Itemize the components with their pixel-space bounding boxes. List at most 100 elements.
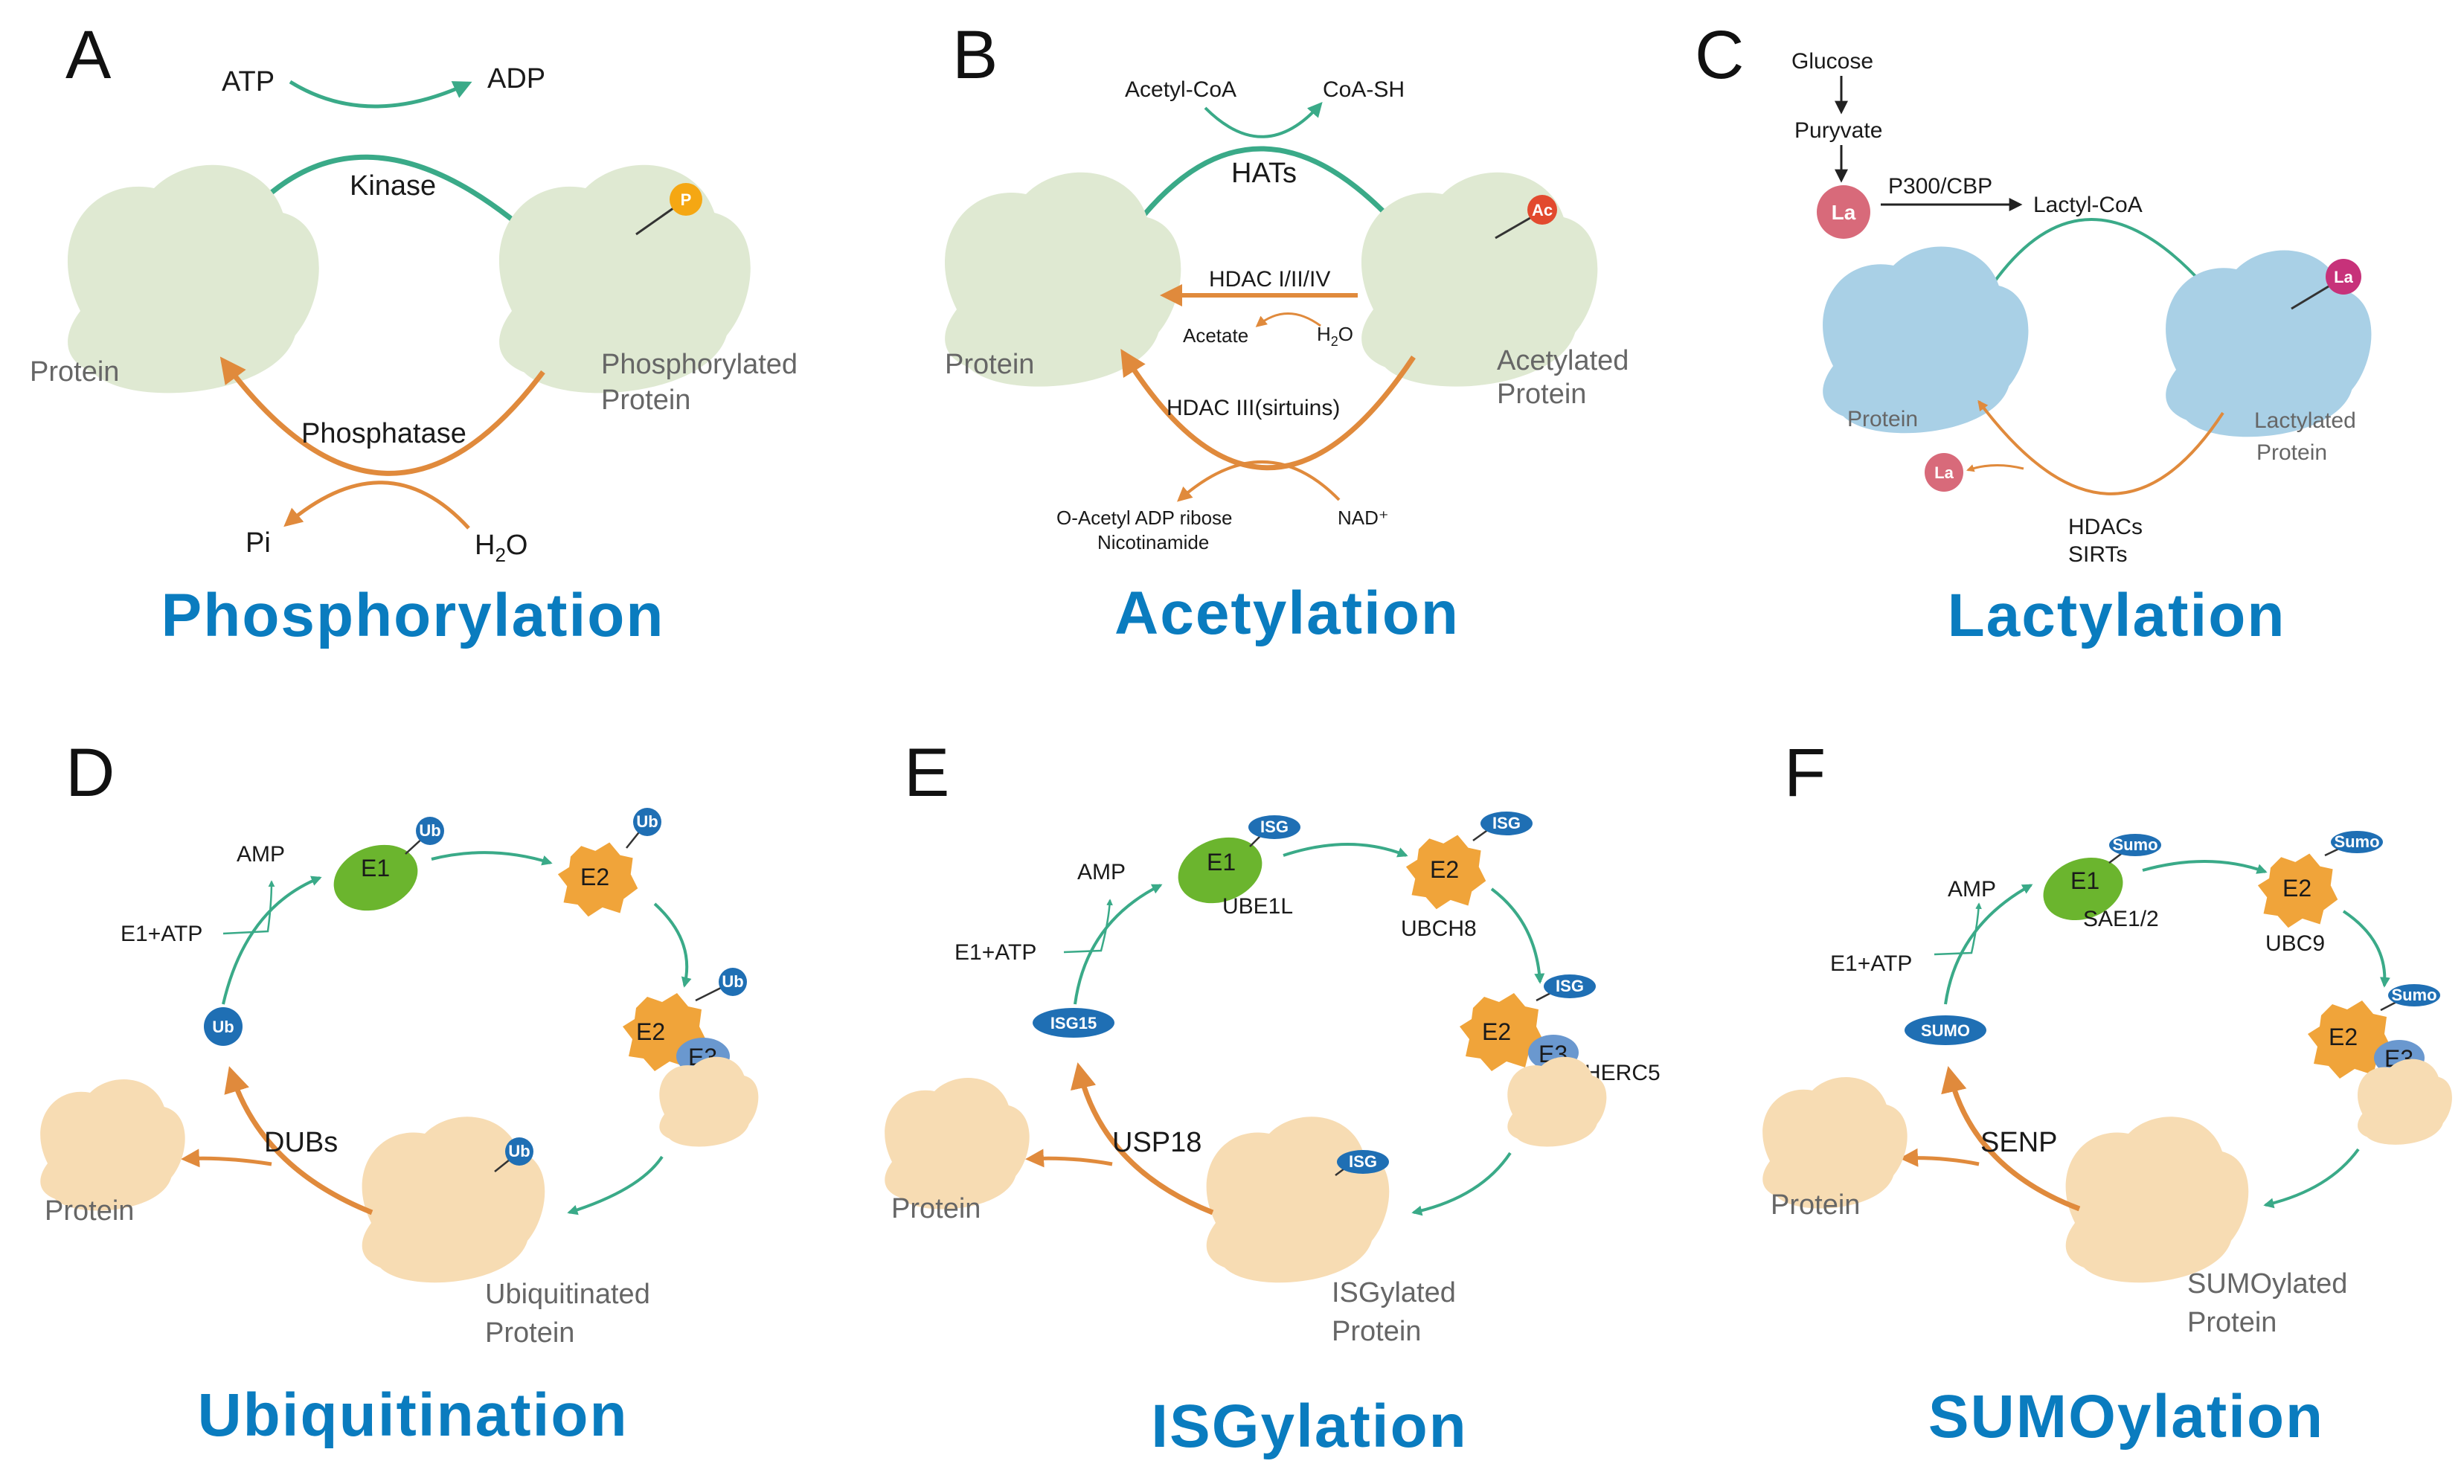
lactyl-link — [2291, 285, 2329, 310]
protein-label: Protein — [945, 349, 1034, 380]
e1-label: E1 — [361, 855, 390, 881]
nicotinamide-label: Nicotinamide — [1097, 531, 1209, 553]
la-badge-label: La — [1832, 201, 1856, 224]
panel-e: E AMP E1+ATP ISG15 E1 UBE1L ISG E2 UBCH8… — [885, 735, 1661, 1460]
modified-protein-label-2: Protein — [485, 1317, 574, 1349]
panel-a: A ATP ADP Kinase P Protein Phosphorylate… — [30, 17, 798, 649]
hydrolysis-arrow — [1255, 312, 1321, 327]
protein-shape — [40, 1079, 185, 1211]
acetyl-badge-label: Ac — [1532, 201, 1553, 219]
free-sumo-label: SUMO — [1921, 1021, 1970, 1040]
substrate-ub-badge — [505, 1137, 533, 1166]
panel-title: Ubiquitination — [197, 1381, 628, 1449]
panel-title: ISGylation — [1151, 1393, 1468, 1460]
e1-enzyme — [2043, 857, 2123, 921]
protein-label: Protein — [30, 356, 119, 388]
usp18-label: USP18 — [1112, 1127, 1201, 1158]
h2o-sub: 2 — [1331, 334, 1338, 349]
modified-protein-label-1: Lactylated — [2254, 408, 2356, 433]
amp-branch-arrow — [1063, 899, 1113, 954]
kinase-label: Kinase — [350, 170, 436, 202]
phosphate-link — [635, 203, 679, 236]
lactyl-badge-label: La — [2334, 268, 2353, 286]
la-badge — [1817, 185, 1870, 239]
e2-ub-label: Ub — [636, 812, 658, 831]
panel-letter: C — [1695, 17, 1744, 93]
modified-protein-label-2: Protein — [1497, 379, 1586, 410]
phosphatase-arrow — [219, 356, 545, 476]
acetylcoa-arrow — [1204, 102, 1323, 138]
sirts-label: SIRTs — [2068, 542, 2127, 567]
e2-e3-arrow — [2342, 910, 2390, 988]
protein-label: Protein — [1771, 1189, 1860, 1221]
panel-title: Lactylation — [1948, 582, 2286, 649]
panel-letter: E — [904, 735, 949, 811]
acetyl-link — [1495, 214, 1535, 240]
puryvate-label: Puryvate — [1794, 118, 1882, 143]
panel-f: F AMP E1+ATP SUMO E1 SAE1/2 Sumo E2 UBC9… — [1762, 735, 2452, 1451]
la-release-arrow — [1966, 463, 2024, 472]
isgylated-protein-shape — [1206, 1117, 1390, 1283]
modified-protein-label-1: Acetylated — [1497, 345, 1629, 376]
free-ub-label: Ub — [212, 1018, 234, 1036]
modified-protein-label-1: Ubiquitinated — [485, 1279, 650, 1310]
o-acetyl-label: O-Acetyl ADP ribose — [1056, 507, 1233, 529]
e3-ub-badge — [719, 968, 747, 996]
senp-recycle-arrow — [1941, 1066, 2081, 1212]
modified-protein-label-2: Protein — [2256, 440, 2327, 465]
e2-complex-label: E2 — [636, 1018, 665, 1045]
lactylation-arrow — [1977, 218, 2222, 307]
protein-label: Protein — [45, 1195, 134, 1227]
protein-label: Protein — [1847, 407, 1918, 431]
lactyl-coa-label: Lactyl-CoA — [2033, 193, 2143, 217]
acetate-label: Acetate — [1183, 324, 1248, 347]
hdacs-label: HDACs — [2068, 515, 2143, 539]
protein-shape — [885, 1078, 1030, 1210]
modified-protein-label-2: Protein — [2187, 1307, 2277, 1338]
adp-label: ADP — [487, 63, 545, 94]
glucose-label: Glucose — [1791, 49, 1873, 74]
protein-release-arrow — [181, 1149, 272, 1168]
protein-release-arrow — [1025, 1149, 1113, 1168]
activation-arrow — [222, 876, 322, 1005]
transfer-arrow — [567, 1155, 664, 1215]
sirtuin-arrow — [1120, 349, 1416, 471]
nad-label: NAD⁺ — [1338, 507, 1389, 529]
modified-protein-label-1: ISGylated — [1332, 1277, 1456, 1308]
e3-sumo-badge — [2388, 984, 2440, 1006]
e2-label: E2 — [580, 864, 609, 890]
panel-letter: A — [65, 17, 112, 93]
e1-label: E1 — [1207, 849, 1236, 876]
transfer-arrow — [2263, 1148, 2360, 1209]
protein-label: Protein — [891, 1193, 981, 1224]
amp-label: AMP — [237, 842, 285, 867]
panel-letter: F — [1784, 735, 1826, 811]
h2o-o: O — [506, 530, 528, 561]
h2o-label: H2O — [475, 530, 527, 566]
free-isg15-label: ISG15 — [1050, 1014, 1097, 1032]
e2-complex-label: E2 — [2329, 1024, 2358, 1050]
substrate-ub-label: Ub — [508, 1142, 530, 1160]
e1-atp-label: E1+ATP — [121, 922, 202, 946]
phosphate-badge-label: P — [681, 190, 692, 209]
e1-name-label: SAE1/2 — [2083, 907, 2159, 931]
atp-adp-arrow — [289, 80, 472, 109]
e3-isg-badge — [1544, 974, 1596, 998]
e1-isg-label: ISG — [1260, 818, 1289, 836]
amp-branch-arrow — [222, 880, 275, 935]
h2o-h: H — [1317, 323, 1331, 345]
e2-e3-arrow — [1490, 887, 1545, 984]
e1-label: E1 — [2070, 867, 2099, 894]
released-la-label: La — [1934, 463, 1954, 482]
senp-label: SENP — [1980, 1127, 2057, 1158]
released-la-badge — [1925, 453, 1963, 492]
phosphate-badge — [670, 183, 702, 216]
e2-label: E2 — [1430, 856, 1459, 883]
e1-ub-label: Ub — [419, 821, 440, 840]
substrate-protein — [659, 1056, 759, 1147]
substrate-isg-badge — [1337, 1150, 1389, 1174]
h2o-h: H — [475, 530, 495, 561]
hats-label: HATs — [1231, 158, 1297, 189]
e1-name-label: UBE1L — [1222, 894, 1293, 919]
